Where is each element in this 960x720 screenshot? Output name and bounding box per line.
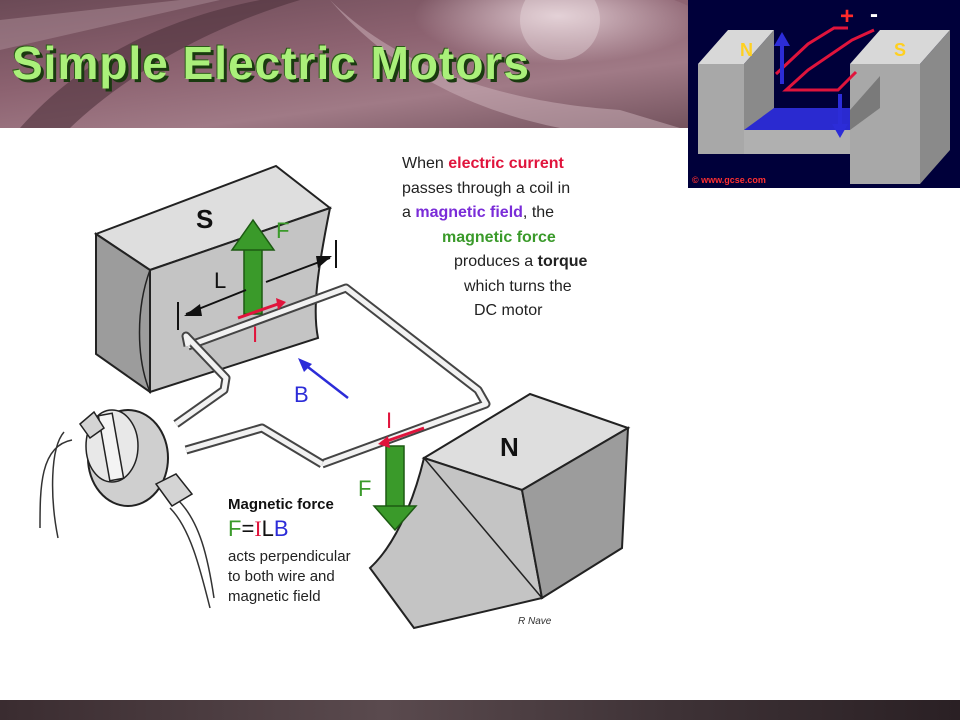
- pole-south-label: S: [196, 204, 213, 234]
- field-arrow: [298, 358, 349, 399]
- footer-bar: [0, 700, 960, 720]
- coil-loop: [173, 283, 491, 469]
- length-label: L: [214, 268, 226, 293]
- page-title: Simple Electric Motors: [12, 37, 530, 89]
- magnetic-force-heading: Magnetic force: [228, 496, 334, 513]
- pole-north-label: N: [500, 432, 519, 462]
- caption-line-1: When electric current: [402, 155, 564, 172]
- commutator: [39, 409, 215, 609]
- inset-credit: © www.gcse.com: [692, 175, 766, 185]
- inset-terminal-minus: -: [870, 1, 878, 28]
- field-label: B: [294, 382, 309, 407]
- motor-diagram: S N F F L I I B: [39, 164, 631, 630]
- caption-line-5: produces a torque: [454, 253, 588, 270]
- force-label-top: F: [276, 218, 289, 243]
- current-arrow-bottom: [378, 426, 425, 448]
- inset-pole-n: N: [740, 40, 753, 60]
- caption-line-7: DC motor: [474, 302, 543, 319]
- caption-line-4: magnetic force: [442, 228, 556, 246]
- length-marker: [177, 240, 337, 330]
- current-label-top: I: [252, 322, 258, 347]
- force-arrow-down: [372, 445, 418, 532]
- inset-pole-s: S: [894, 40, 906, 60]
- author-credit: R Nave: [518, 616, 552, 627]
- force-label-bottom: F: [358, 476, 371, 501]
- current-label-bottom: I: [386, 408, 392, 433]
- caption-line-3: a magnetic field, the: [402, 204, 555, 221]
- caption-line-6: which turns the: [464, 277, 572, 295]
- force-arrow-up: [230, 218, 276, 315]
- inset-motor-image: N S + - © www.gcse.com: [688, 0, 960, 188]
- force-perpendicular-note: acts perpendicular to both wire and magn…: [228, 548, 351, 605]
- motor-caption: When electric current passes through a c…: [402, 152, 587, 324]
- current-arrow-top: [237, 298, 286, 320]
- caption-line-2: passes through a coil in: [402, 179, 571, 197]
- north-magnet: [368, 392, 631, 630]
- force-formula: F=ILB: [228, 516, 289, 541]
- inset-terminal-plus: +: [840, 3, 854, 30]
